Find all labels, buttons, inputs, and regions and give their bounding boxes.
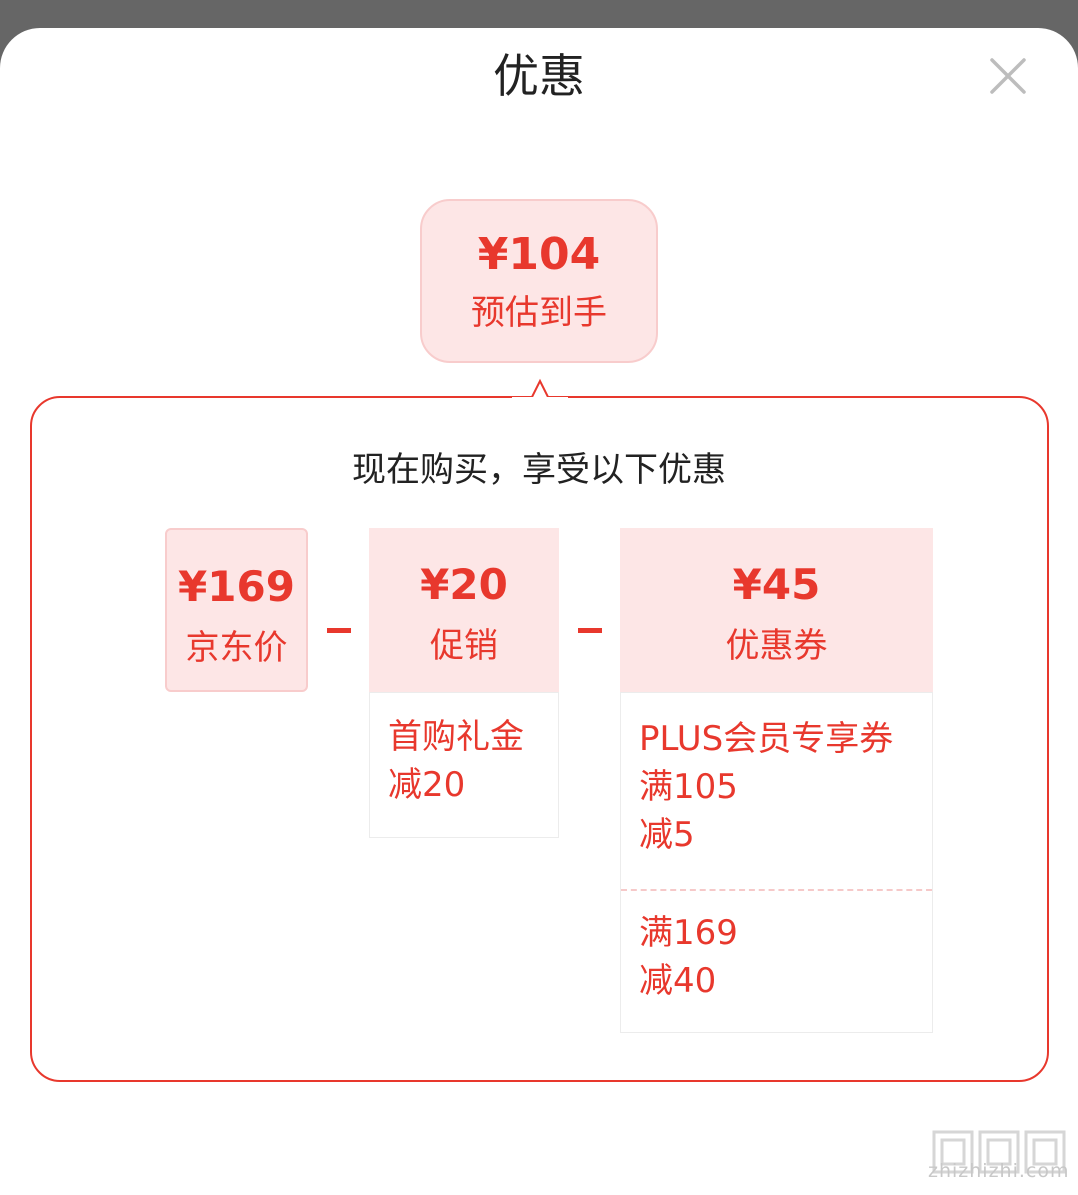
estimated-price-bubble: ¥104 预估到手	[420, 199, 658, 363]
promotion-detail: 首购礼金 减20	[369, 692, 559, 838]
coupon-item-threshold: 满105	[639, 767, 738, 807]
coupon-label: 优惠券	[725, 626, 828, 666]
promotion-label: 促销	[430, 626, 498, 666]
coupon-box: ¥45 优惠券	[620, 528, 933, 692]
panel-pointer	[512, 378, 568, 399]
coupon-item-value: 减40	[639, 961, 717, 1001]
coupon-item-value: 减5	[639, 815, 695, 855]
coupon-item-threshold: 满169	[639, 913, 738, 953]
coupon-divider	[621, 889, 932, 891]
coupon-detail: PLUS会员专享券 满105 减5 满169 减40	[620, 692, 933, 1033]
estimated-price-label: 预估到手	[471, 293, 607, 333]
promotion-detail-name: 首购礼金	[388, 717, 524, 757]
watermark-logo	[932, 1130, 1066, 1174]
panel-title: 现在购买，享受以下优惠	[352, 450, 726, 490]
jd-price-label: 京东价	[185, 628, 288, 668]
promotion-detail-value: 减20	[388, 765, 466, 805]
minus-icon	[327, 628, 351, 633]
jd-price-box: ¥169 京东价	[165, 528, 308, 692]
coupon-item-plus: PLUS会员专享券 满105 减5	[639, 715, 893, 859]
close-icon[interactable]	[988, 56, 1028, 96]
coupon-item-full-reduction: 满169 减40	[639, 909, 738, 1005]
promotion-box: ¥20 促销	[369, 528, 559, 692]
minus-icon	[578, 628, 602, 633]
watermark-text: zhizhizhi.com	[928, 1160, 1070, 1182]
jd-price-amount: ¥169	[178, 562, 295, 611]
promotion-amount: ¥20	[420, 560, 508, 609]
coupon-item-name: PLUS会员专享券	[639, 719, 894, 759]
coupon-amount: ¥45	[732, 560, 821, 609]
estimated-price-amount: ¥104	[477, 229, 601, 280]
dialog-title: 优惠	[493, 49, 585, 103]
